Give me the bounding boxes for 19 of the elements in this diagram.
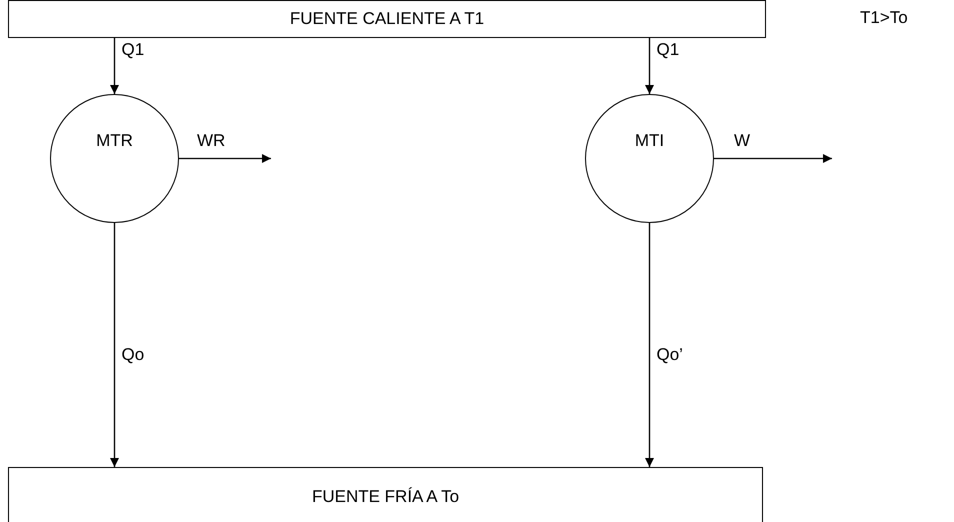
node-label: MTI <box>634 131 664 151</box>
arrow <box>110 38 119 94</box>
arrow <box>179 154 271 163</box>
node-label: FUENTE CALIENTE A T1 <box>290 9 484 29</box>
edge-label: WR <box>197 130 226 150</box>
edge-label: Q1 <box>122 40 144 60</box>
edge-label: Qo’ <box>656 345 683 365</box>
arrow <box>645 38 654 94</box>
node-label: FUENTE FRÍA A To <box>312 487 460 507</box>
edge-label: Q1 <box>656 40 680 60</box>
reservoir-box <box>8 467 763 522</box>
arrow <box>714 154 832 163</box>
edge-label: Qo <box>122 345 144 365</box>
node-label: MTR <box>96 131 133 151</box>
arrow <box>645 223 654 467</box>
edge-label: W <box>734 130 750 150</box>
note-text: T1>To <box>860 8 908 28</box>
reservoir-box <box>8 0 766 38</box>
arrow <box>110 223 119 467</box>
